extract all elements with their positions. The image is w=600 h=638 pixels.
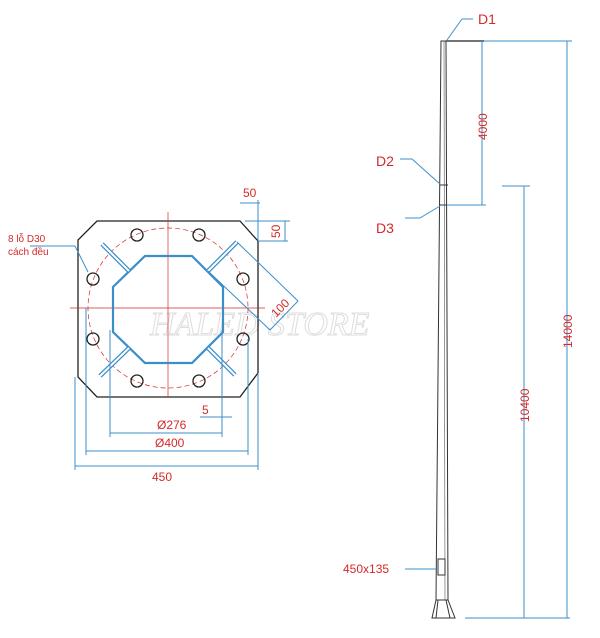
- bolt-circle: [87, 227, 249, 389]
- dim-width: 450: [152, 470, 172, 484]
- dim-total: 14000: [561, 314, 575, 348]
- dim-chamfer-v: 50: [269, 224, 283, 238]
- label-d3: D3: [376, 220, 394, 236]
- pole-dimensions: [400, 18, 572, 619]
- pole-shaft: [435, 40, 449, 601]
- dim-lower-section: 10400: [518, 388, 532, 422]
- holes-note-line1: 8 lỗ D30: [8, 232, 46, 245]
- pole-base-flare: [431, 599, 456, 619]
- plate-dimensions: [30, 200, 299, 470]
- dim-bolt-circle: Ø400: [155, 436, 185, 450]
- holes-note-line2: cách đều: [8, 246, 49, 258]
- pole-octagon: [111, 254, 225, 365]
- pole-elevation: D1 D2 D3 450x135 4000 10400 14000: [343, 11, 575, 619]
- door-label: 450x135: [343, 562, 389, 576]
- dim-octagon: Ø276: [157, 418, 187, 432]
- dim-chamfer-h: 50: [243, 186, 257, 200]
- access-door: [437, 558, 446, 576]
- watermark: HALED STORE: [149, 306, 370, 343]
- dim-offset: 5: [202, 403, 209, 417]
- label-d2: D2: [376, 153, 394, 169]
- base-plate: 450 Ø400 Ø276 5 50 50 100 8 lỗ D30 cách …: [8, 186, 299, 484]
- dim-top-section: 4000: [476, 113, 490, 140]
- label-d1: D1: [478, 11, 496, 27]
- plate-outline: [77, 220, 259, 398]
- bolt-holes: [86, 228, 250, 388]
